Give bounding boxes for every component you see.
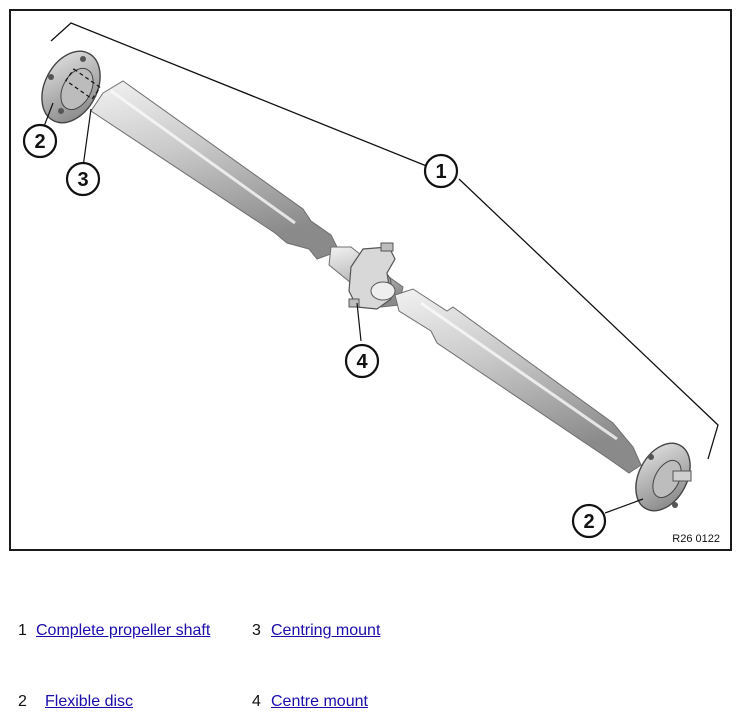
callout-3: 3	[65, 161, 101, 197]
leader-line-1	[50, 22, 430, 168]
callout-1: 1	[423, 153, 459, 189]
legend-number: 2	[18, 693, 27, 710]
svg-text:2: 2	[34, 131, 45, 153]
centre-mount-bracket	[348, 242, 396, 310]
legend-number: 3	[252, 622, 261, 639]
callout-2-front: 2	[22, 123, 58, 159]
front-flange	[41, 50, 101, 124]
link-centre-mount[interactable]: Centre mount	[271, 693, 368, 710]
svg-text:1: 1	[435, 161, 446, 183]
link-complete-propeller-shaft[interactable]: Complete propeller shaft	[36, 622, 211, 639]
diagram-frame: 1 2 3 4 2 R26 0122	[9, 9, 732, 551]
link-flexible-disc[interactable]: Flexible disc	[45, 693, 134, 710]
front-shaft-tube	[90, 80, 340, 260]
leader-line-4	[356, 302, 362, 342]
legend-number: 1	[18, 622, 27, 639]
link-centring-mount[interactable]: Centring mount	[271, 622, 381, 639]
svg-text:4: 4	[356, 351, 368, 373]
centring-mount-marker	[65, 68, 101, 100]
leader-line-2-rear	[604, 498, 644, 514]
rear-flange	[635, 442, 692, 512]
rear-shaft-tube	[394, 288, 642, 474]
svg-text:2: 2	[583, 511, 594, 533]
propeller-shaft-drawing: 1 2 3 4 2	[22, 22, 719, 539]
legend-number: 4	[252, 693, 261, 710]
leader-line-1-right	[458, 178, 719, 460]
leader-line-3	[82, 108, 92, 168]
figure-reference-code: R26 0122	[672, 533, 720, 545]
callout-4: 4	[344, 343, 380, 379]
callout-2-rear: 2	[571, 503, 607, 539]
svg-text:3: 3	[77, 169, 88, 191]
